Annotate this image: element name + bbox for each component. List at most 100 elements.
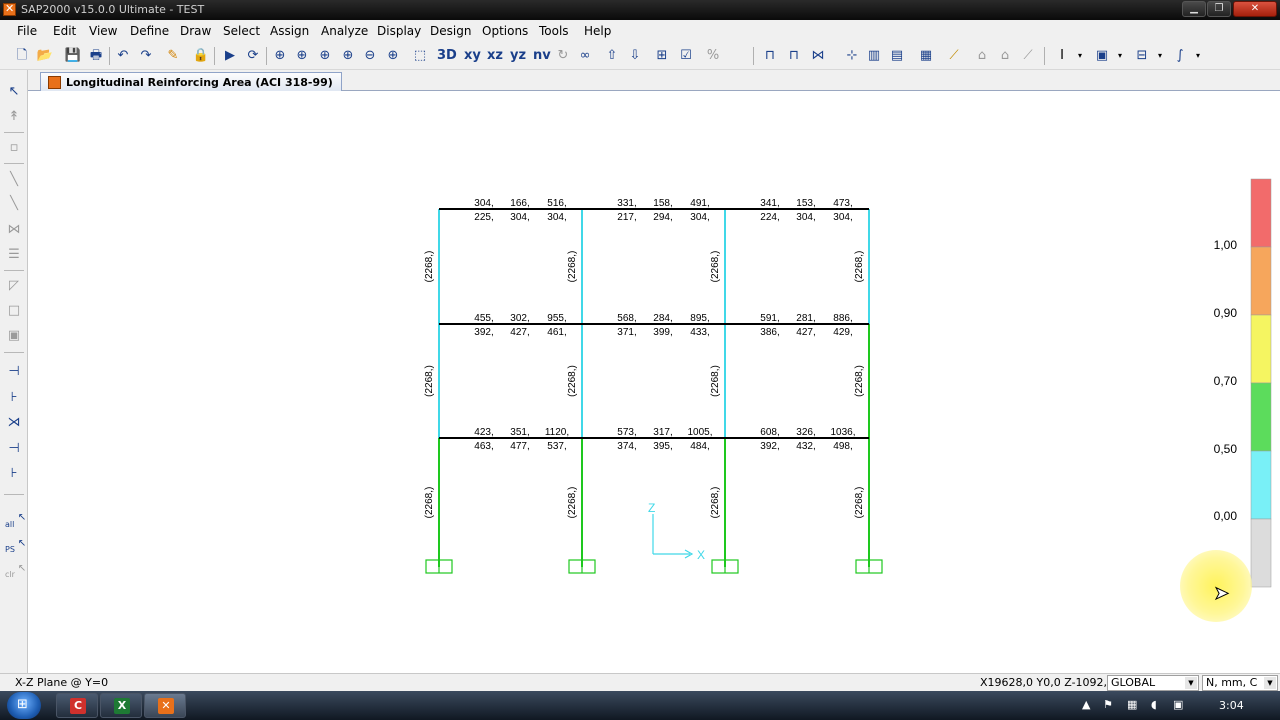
beam-bottom-reinforcement-label: 498, [833,441,852,452]
coord-system-select[interactable]: GLOBAL ▼ [1107,675,1199,691]
3d-view-button[interactable]: 3D [437,48,457,63]
area-loads-icon[interactable]: ▤ [890,48,904,63]
pencil-icon[interactable]: ✎ [167,48,179,63]
percent-icon[interactable]: % [706,48,720,63]
minimize-button[interactable]: ▁ [1182,1,1206,17]
previous-selection-label[interactable]: PS [5,545,15,554]
show-deformed-icon[interactable]: ∫ [1176,48,1184,63]
taskbar-app-excel[interactable]: X [100,693,142,718]
select-frames-icon[interactable]: ⊣ [8,364,20,379]
show-tables-icon[interactable]: ▦ [919,48,933,63]
select-align-icon[interactable]: ⊦ [10,390,18,405]
pointer-icon[interactable]: ↖ [8,84,20,99]
draw-frame-icon[interactable]: ╲ [10,172,18,187]
close-button[interactable]: ✕ [1233,1,1277,17]
menu-view[interactable]: View [89,24,118,38]
menu-assign[interactable]: Assign [270,24,310,38]
restore-previous-zoom-icon[interactable]: ⊕ [319,48,331,63]
menu-edit[interactable]: Edit [53,24,77,38]
forces-dropdown-icon[interactable]: ▾ [1157,51,1162,60]
menu-select[interactable]: Select [223,24,261,38]
rotate-3d-icon[interactable]: ↻ [557,48,569,63]
pan-icon[interactable]: ⊕ [387,48,399,63]
move-up-icon[interactable]: ⇧ [606,48,618,63]
tray-app-icon[interactable]: ▣ [1173,698,1184,711]
draw-poly-area-icon[interactable]: ◸ [9,278,19,293]
section-designer-icon[interactable]: I [1060,48,1064,63]
chevron-down-icon[interactable]: ▼ [1264,677,1276,689]
taskbar-app-sap2000[interactable]: ✕ [144,693,186,718]
menu-help[interactable]: Help [584,24,612,38]
start-button[interactable]: ⊞ [7,692,41,719]
run-analysis-icon[interactable]: ▶ [225,48,235,63]
frame-loads-icon[interactable]: ▥ [867,48,881,63]
run-options-icon[interactable]: ⟳ [247,48,259,63]
units-select[interactable]: N, mm, C ▼ [1202,675,1278,691]
menu-options[interactable]: Options [482,24,529,38]
xy-view-button[interactable]: xy [464,48,481,63]
reshape-icon[interactable]: ↟ [8,109,20,124]
design-icon[interactable]: ⟋ [949,48,959,63]
section-dropdown-icon[interactable]: ▾ [1077,51,1082,60]
volume-icon[interactable]: ◖ [1151,698,1157,711]
display-options-icon[interactable]: ▣ [1095,48,1109,63]
network-icon[interactable]: ▦ [1127,698,1138,711]
show-undeformed-icon[interactable]: ☑ [680,48,692,63]
quick-draw-braces-icon[interactable]: ⋈ [7,222,21,237]
default-3d-view-icon[interactable]: ⬚ [413,48,427,63]
xz-view-button[interactable]: xz [487,48,503,63]
move-down-icon[interactable]: ⇩ [629,48,641,63]
select-poly-icon[interactable]: ⊦ [10,466,18,481]
yz-view-button[interactable]: yz [510,48,527,63]
sap2000-app-icon[interactable] [3,2,16,16]
zoom-out-icon[interactable]: ⊖ [364,48,376,63]
tab-longitudinal-reinforcing-area[interactable]: Longitudinal Reinforcing Area (ACI 318-9… [40,72,342,92]
tray-expand-icon[interactable]: ▲ [1082,698,1091,711]
select-intersect-icon[interactable]: ⋊ [7,415,21,430]
zoom-in-icon[interactable]: ⊕ [342,48,354,63]
action-center-flag-icon[interactable]: ⚑ [1103,698,1113,711]
undo-icon[interactable]: ↶ [117,48,129,63]
frame-design-icon[interactable]: ⌂ [977,48,987,63]
lock-icon[interactable]: 🔒 [192,48,210,63]
zoom-window-icon[interactable]: ⊕ [274,48,286,63]
frame-dropdown-icon[interactable]: ⋈ [811,48,825,63]
shell-design-icon[interactable]: ⌂ [1000,48,1010,63]
taskbar-app-c[interactable]: C [56,693,98,718]
clear-selection-label[interactable]: clr [5,570,15,579]
open-icon[interactable]: 📂 [36,48,54,63]
menu-tools[interactable]: Tools [539,24,569,38]
quick-draw-frame-icon[interactable]: ╲ [10,196,18,211]
design-check-icon[interactable]: ⟋ [1023,48,1033,63]
draw-joint-icon[interactable]: ▫ [9,140,19,155]
menu-file[interactable]: File [17,24,38,38]
frame-section-icon[interactable]: ⊓ [788,48,800,63]
show-forces-icon[interactable]: ⊟ [1136,48,1148,63]
select-all-label[interactable]: all [5,520,15,529]
menu-draw[interactable]: Draw [180,24,212,38]
taskbar-clock[interactable]: 3:04 [1219,699,1244,712]
quick-draw-secondary-icon[interactable]: ☰ [8,247,20,262]
display-dropdown-icon[interactable]: ▾ [1117,51,1122,60]
frame-release-icon[interactable]: ⊓ [764,48,776,63]
model-view-canvas[interactable]: (2268,)(2268,)(2268,)(2268,)(2268,)(2268… [28,91,1280,671]
new-model-icon[interactable]: 🗋 [16,48,28,63]
menu-design[interactable]: Design [430,24,472,38]
redo-icon[interactable]: ↷ [140,48,152,63]
deformed-dropdown-icon[interactable]: ▾ [1195,51,1200,60]
perspective-icon[interactable]: ∞ [579,48,591,63]
select-line-icon[interactable]: ⊣ [8,441,20,456]
draw-rect-area-icon[interactable]: □ [7,303,21,318]
chevron-down-icon[interactable]: ▼ [1185,677,1197,689]
menu-display[interactable]: Display [377,24,422,38]
set-display-options-icon[interactable]: ⊞ [656,48,668,63]
menu-analyze[interactable]: Analyze [321,24,369,38]
maximize-button[interactable]: ❐ [1207,1,1231,17]
menu-define[interactable]: Define [130,24,170,38]
quick-draw-area-icon[interactable]: ▣ [7,328,21,343]
save-icon[interactable]: 💾 [64,48,82,63]
print-icon[interactable]: 🖶 [89,48,103,63]
joint-loads-icon[interactable]: ⊹ [846,48,858,63]
restore-full-view-icon[interactable]: ⊕ [296,48,308,63]
nv-view-button[interactable]: nv [533,48,551,63]
